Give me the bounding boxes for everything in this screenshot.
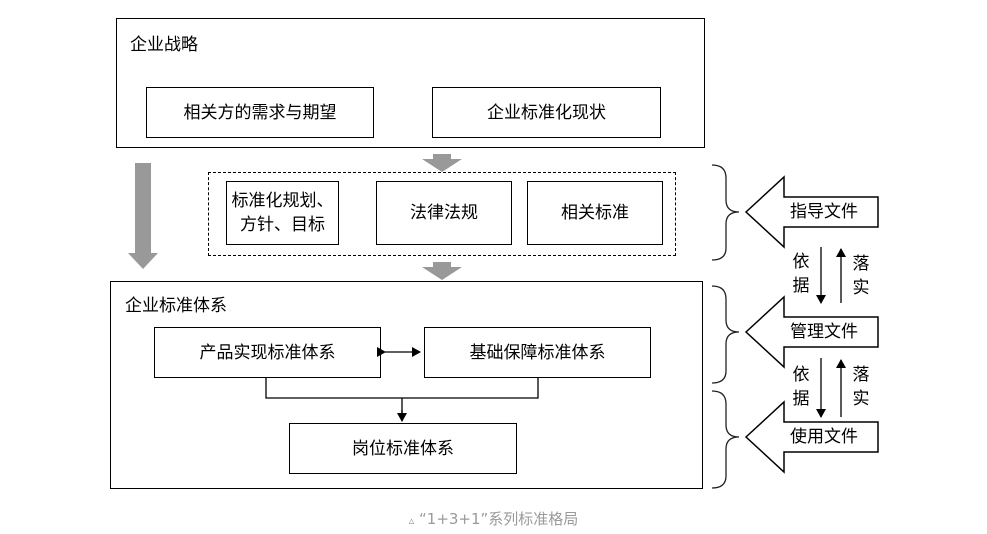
implement-char-2b: 实 (852, 389, 870, 409)
basis-label-1: 依 据 (791, 250, 811, 298)
usage-arrow-shape (744, 400, 879, 474)
inputs-dashed-frame (208, 172, 676, 256)
basis-char-2: 据 (792, 276, 810, 296)
caption-text: “1+3+1”系列标准格局 (419, 510, 579, 528)
brace-guide (711, 164, 740, 261)
strategy-title: 企业战略 (130, 35, 198, 55)
implement-char-2: 实 (852, 278, 870, 298)
guide-document-label: 指导文件 (790, 202, 858, 222)
standardization-status-box: 企业标准化现状 (432, 87, 661, 138)
usage-document-label: 使用文件 (790, 427, 858, 447)
small-down-arrow-top (422, 154, 462, 172)
implement-char-1: 落 (852, 254, 870, 274)
post-system-box: 岗位标准体系 (289, 423, 517, 474)
related-standards-box: 相关标准 (527, 181, 663, 245)
planning-box: 标准化规划、 方针、目标 (226, 181, 339, 245)
planning-line-1: 标准化规划、 (231, 191, 334, 211)
figure-caption: ▵ “1+3+1”系列标准格局 (0, 508, 987, 529)
basis-char-1: 依 (792, 252, 810, 272)
implement-char-1b: 落 (852, 365, 870, 385)
laws-box: 法律法规 (376, 181, 512, 245)
planning-line-2: 方针、目标 (240, 215, 325, 235)
brace-management (711, 285, 740, 384)
standard-system-title: 企业标准体系 (125, 296, 227, 316)
product-system-box: 产品实现标准体系 (154, 327, 381, 378)
big-down-arrow (128, 163, 158, 269)
small-down-arrow-bottom (422, 262, 462, 280)
brace-usage (711, 390, 740, 489)
strategy-frame (116, 18, 705, 148)
basis-char-2b: 据 (792, 389, 810, 409)
basis-char-1b: 依 (792, 365, 810, 385)
basis-label-2: 依 据 (791, 363, 811, 411)
implement-label-1: 落 实 (851, 252, 871, 300)
guide-arrow-shape (744, 175, 879, 249)
management-arrow-shape (744, 295, 879, 369)
caption-triangle-icon: ▵ (408, 514, 415, 527)
standard-system-frame (110, 281, 703, 489)
basic-system-box: 基础保障标准体系 (424, 327, 651, 378)
implement-label-2: 落 实 (851, 363, 871, 411)
stakeholder-needs-box: 相关方的需求与期望 (146, 87, 374, 138)
management-document-label: 管理文件 (790, 322, 858, 342)
